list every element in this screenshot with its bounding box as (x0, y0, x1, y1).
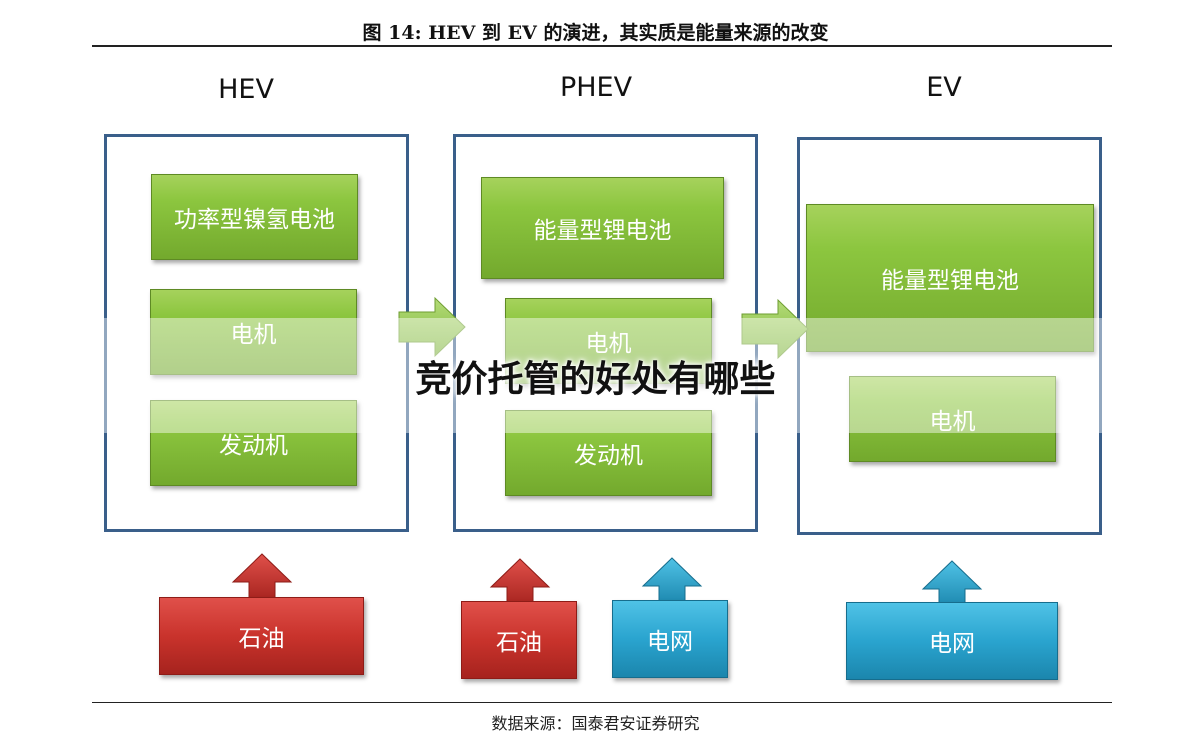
arrow-right-icon (398, 296, 466, 358)
watermark-text: 竞价托管的好处有哪些 (415, 359, 776, 400)
phev-battery-box: 能量型锂电池 (481, 177, 724, 279)
bottom-rule (92, 702, 1112, 703)
ev-motor-box: 电机 (849, 376, 1056, 462)
watermark-band (102, 318, 1102, 433)
phev-oil-source: 石油 (461, 601, 577, 679)
hev-battery-box: 功率型镍氢电池 (151, 174, 358, 260)
arrow-up-icon (489, 558, 551, 607)
phev-motor-box: 电机 (505, 298, 712, 384)
phev-grid-source: 电网 (612, 600, 728, 678)
hev-oil-source: 石油 (159, 597, 364, 675)
arrow-up-icon (231, 553, 293, 602)
ev-battery-box: 能量型锂电池 (806, 204, 1094, 352)
arrow-up-icon (641, 557, 703, 606)
top-rule (92, 45, 1112, 47)
arrow-right-icon (741, 298, 809, 360)
figure-source: 数据来源：国泰君安证券研究 (491, 714, 700, 733)
hev-motor-box: 电机 (150, 289, 357, 375)
column-label-phev: PHEV (559, 72, 633, 103)
phev-engine-box: 发动机 (505, 410, 712, 496)
column-label-hev: HEV (218, 74, 274, 105)
hev-engine-box: 发动机 (150, 400, 357, 486)
figure-title: 图 14: HEV 到 EV 的演进，其实质是能量来源的改变 (362, 22, 829, 44)
column-label-ev: EV (926, 72, 962, 103)
ev-grid-source: 电网 (846, 602, 1058, 680)
